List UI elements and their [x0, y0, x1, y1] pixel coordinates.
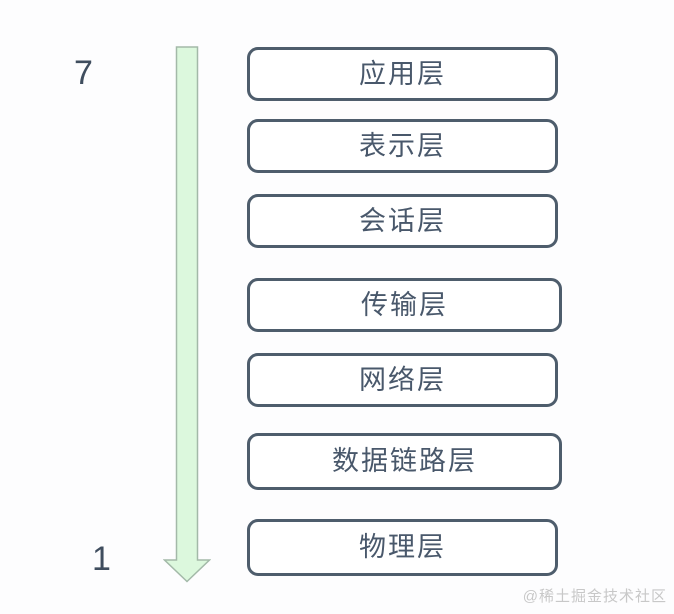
arrow-down-icon	[163, 46, 211, 583]
layer-label: 传输层	[361, 289, 448, 320]
layer-label: 网络层	[359, 364, 446, 395]
layer-label: 会话层	[359, 205, 446, 236]
arrow-down-shape	[163, 46, 211, 583]
layer-box-datalink: 数据链路层	[247, 433, 562, 490]
layer-box-presentation: 表示层	[247, 119, 558, 173]
layer-number-bottom: 1	[92, 540, 111, 578]
layer-box-application: 应用层	[247, 47, 558, 101]
layer-stack: 应用层 表示层 会话层 传输层 网络层 数据链路层 物理层	[247, 0, 562, 614]
layer-label: 表示层	[359, 130, 446, 161]
layer-box-network: 网络层	[247, 353, 558, 407]
layer-box-transport: 传输层	[247, 278, 562, 332]
layer-box-physical: 物理层	[247, 519, 558, 576]
watermark: @稀土掘金技术社区	[522, 588, 667, 605]
layer-label: 数据链路层	[332, 446, 477, 476]
layer-number-top: 7	[74, 54, 93, 92]
layer-box-session: 会话层	[247, 194, 558, 248]
layer-label: 应用层	[359, 58, 446, 89]
layer-label: 物理层	[359, 532, 446, 562]
